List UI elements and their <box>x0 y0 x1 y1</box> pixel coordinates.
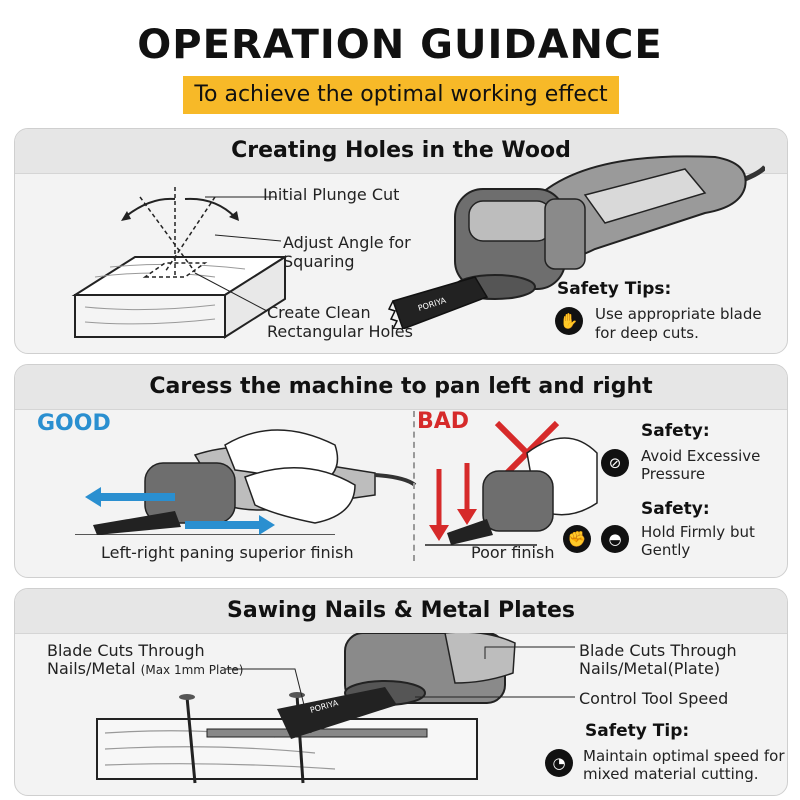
multitool-illustration: PORIYA <box>387 155 765 329</box>
bad-technique-illustration <box>425 420 598 546</box>
bad-caption: Poor finish <box>471 543 555 562</box>
safety-text-pressure-2: Pressure <box>641 465 706 483</box>
safety-text-grip-2: Gently <box>641 541 691 559</box>
good-label: GOOD <box>37 411 111 436</box>
section-heading: Creating Holes in the Wood <box>15 129 787 174</box>
panel-sawing-nails: Sawing Nails & Metal Plates PORIYA Blade… <box>14 588 788 796</box>
nail-sawing-illustration: PORIYA <box>96 633 575 784</box>
label-adjust-angle: Adjust Angle for <box>283 233 411 252</box>
panel-creating-holes: Creating Holes in the Wood Initial Plung… <box>14 128 788 354</box>
good-bad-divider <box>413 411 415 561</box>
helmet-icon: ◓ <box>601 525 629 553</box>
arrow-right-icon <box>185 515 275 535</box>
label-clean-holes: Create Clean <box>267 303 371 322</box>
section-heading: Sawing Nails & Metal Plates <box>15 589 787 634</box>
section-heading: Caress the machine to pan left and right <box>15 365 787 410</box>
right-label-line1: Blade Cuts Through <box>579 641 737 660</box>
right-label-line2: Nails/Metal(Plate) <box>579 659 721 678</box>
safety-tip-text-1: Use appropriate blade <box>595 305 762 323</box>
safety-text-pressure-1: Avoid Excessive <box>641 447 761 465</box>
good-technique-illustration <box>75 429 417 535</box>
label-plunge-cut: Initial Plunge Cut <box>263 185 400 204</box>
left-label-line1: Blade Cuts Through <box>47 641 205 660</box>
safety-heading-2: Safety: <box>641 499 710 519</box>
blade-hand-icon: ✋ <box>555 307 583 335</box>
hand-grip-icon: ✊ <box>563 525 591 553</box>
no-pressure-icon: ⊘ <box>601 449 629 477</box>
safety-heading-1: Safety: <box>641 421 710 441</box>
label-rectangular-holes: Rectangular Holes <box>267 322 413 341</box>
safety-tip-text-2: for deep cuts. <box>595 324 699 342</box>
page-subtitle: To achieve the optimal working effect <box>183 76 619 114</box>
safety-tips-heading: Safety Tips: <box>557 279 672 299</box>
control-speed-label: Control Tool Speed <box>579 689 729 708</box>
arrow-left-icon <box>85 487 175 507</box>
page-title: OPERATION GUIDANCE <box>137 22 663 68</box>
safety-tip-speed-2: mixed material cutting. <box>583 765 759 783</box>
left-label-line2: Nails/Metal (Max 1mm Plate) <box>47 659 244 678</box>
bad-label: BAD <box>417 409 470 434</box>
safety-tip-heading: Safety Tip: <box>585 721 690 741</box>
safety-tip-speed-1: Maintain optimal speed for <box>583 747 785 765</box>
left-label-small: (Max 1mm Plate) <box>140 663 244 677</box>
safety-text-grip-1: Hold Firmly but <box>641 523 755 541</box>
good-caption: Left-right paning superior finish <box>101 543 354 562</box>
speedometer-icon: ◔ <box>545 749 573 777</box>
wood-block-illustration <box>71 187 289 339</box>
label-squaring: Squaring <box>283 252 355 271</box>
panel-pan-left-right: Caress the machine to pan left and right… <box>14 364 788 578</box>
